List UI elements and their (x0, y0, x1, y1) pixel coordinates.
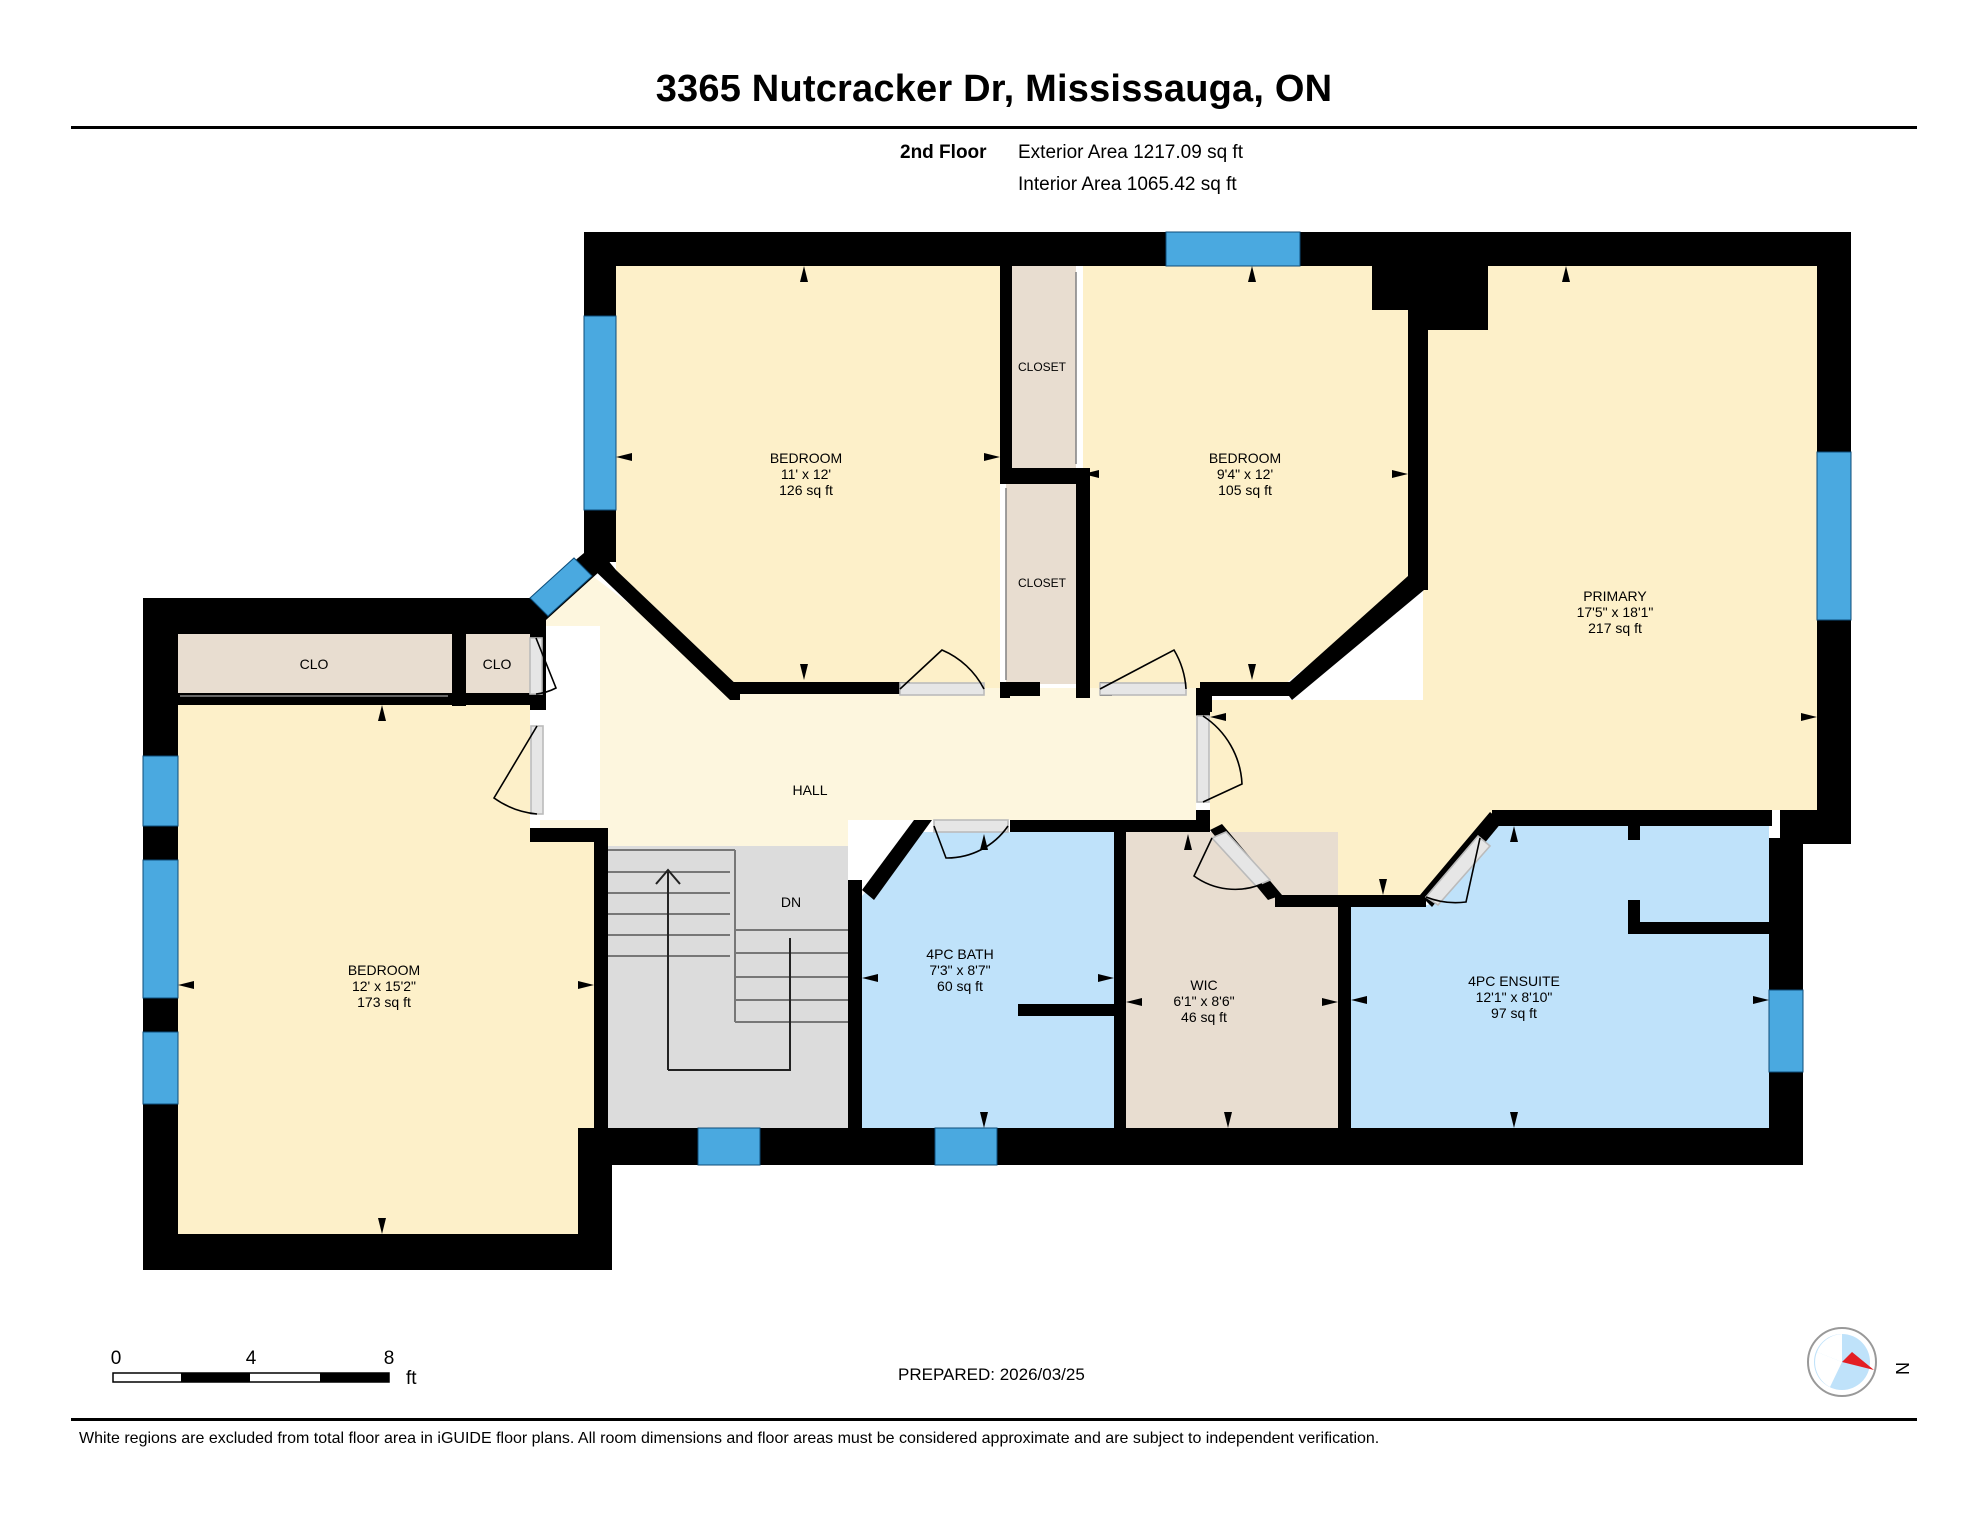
stairs-dn-label: DN (781, 894, 801, 910)
room-dims-primary: 17'5" x 18'1" (1577, 604, 1654, 620)
room-labels: BEDROOM 11' x 12' 126 sq ft BEDROOM 9'4"… (300, 360, 1654, 1025)
room-name-bedroom-2: BEDROOM (1209, 450, 1281, 466)
room-area-ensuite: 97 sq ft (1491, 1005, 1537, 1021)
bath-fill (862, 832, 1114, 1130)
compass-north-label: N (1892, 1362, 1912, 1375)
hall-fill (540, 568, 1196, 846)
room-name-bath: 4PC BATH (926, 946, 993, 962)
compass-icon: N (1807, 1327, 1912, 1397)
room-area-bedroom-2: 105 sq ft (1218, 482, 1272, 498)
room-area-bedroom-1: 126 sq ft (779, 482, 833, 498)
scale-bar: 0 4 8 ft (111, 1348, 418, 1389)
clo-label-small: CLO (483, 656, 512, 672)
exterior-area: Exterior Area 1217.09 sq ft (1018, 142, 1243, 163)
room-area-bath: 60 sq ft (937, 978, 983, 994)
scale-tick-8: 8 (384, 1348, 395, 1369)
clo-label-left: CLO (300, 656, 329, 672)
closet-lower-fill (1006, 484, 1076, 684)
disclaimer-text: White regions are excluded from total fl… (79, 1430, 1380, 1447)
dimension-arrows (178, 266, 1817, 1234)
room-area-primary: 217 sq ft (1588, 620, 1642, 636)
room-dims-bedroom-1: 11' x 12' (781, 466, 831, 482)
stairs-fill (604, 846, 848, 1128)
clo-left-fill (178, 634, 452, 696)
scale-unit: ft (406, 1368, 417, 1389)
room-name-bedroom-1: BEDROOM (770, 450, 842, 466)
closet-label-upper: CLOSET (1018, 360, 1067, 374)
room-dims-bedroom-3: 12' x 15'2" (352, 978, 416, 994)
clo-small-fill (466, 634, 530, 696)
room-area-bedroom-3: 173 sq ft (357, 994, 411, 1010)
closet-upper-fill (1012, 266, 1076, 470)
scale-tick-4: 4 (246, 1348, 257, 1369)
room-area-wic: 46 sq ft (1181, 1009, 1227, 1025)
room-dims-wic: 6'1" x 8'6" (1173, 993, 1234, 1009)
windows (142, 231, 1852, 1166)
wic-fill (1126, 832, 1338, 1130)
floor-label: 2nd Floor (900, 142, 987, 163)
hall-label: HALL (792, 782, 827, 798)
prepared-date: PREPARED: 2026/03/25 (898, 1365, 1085, 1384)
scale-tick-0: 0 (111, 1348, 122, 1369)
room-name-primary: PRIMARY (1583, 588, 1647, 604)
title-divider (71, 126, 1917, 129)
room-name-ensuite: 4PC ENSUITE (1468, 973, 1560, 989)
doors (180, 272, 1492, 907)
plan-title: 3365 Nutcracker Dr, Mississauga, ON (655, 68, 1333, 110)
room-name-bedroom-3: BEDROOM (348, 962, 420, 978)
bedroom-left-fill (178, 705, 594, 1234)
bedroom-top-mid-fill (1083, 266, 1408, 688)
bedroom-top-left-fill (616, 266, 1000, 688)
room-name-wic: WIC (1190, 977, 1217, 993)
interior-area: Interior Area 1065.42 sq ft (1018, 174, 1237, 195)
room-dims-bath: 7'3" x 8'7" (929, 962, 990, 978)
stairs (604, 849, 848, 1071)
primary-fill (1210, 266, 1817, 895)
footer-divider (71, 1418, 1917, 1421)
room-dims-ensuite: 12'1" x 8'10" (1476, 989, 1553, 1005)
closet-label-lower: CLOSET (1018, 576, 1067, 590)
room-dims-bedroom-2: 9'4" x 12' (1217, 466, 1273, 482)
